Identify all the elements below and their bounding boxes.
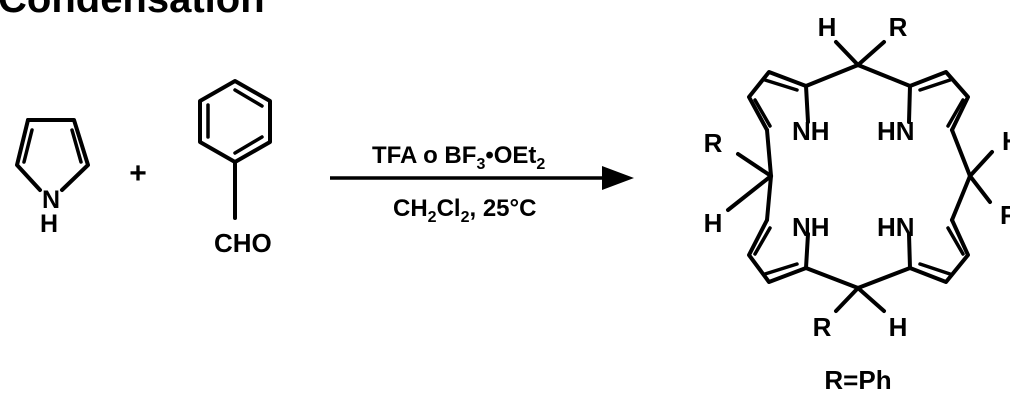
porphyrinogen-structure: H R R H H R R H NH HN NH HN	[704, 12, 1010, 342]
substituent-caption: R=Ph	[824, 365, 891, 395]
meso-r-left: R	[704, 128, 723, 158]
meso-r-right: R	[1000, 200, 1010, 230]
meso-h-top: H	[818, 12, 837, 42]
hn-bottom-right: HN	[877, 212, 915, 242]
scheme-title: Condensation	[0, 0, 265, 21]
hn-top-right: HN	[877, 116, 915, 146]
conditions-solvent-temperature: CH2Cl2, 25°C	[393, 195, 536, 226]
meso-h-right: H	[1002, 126, 1010, 156]
benzaldehyde-structure: CHO	[198, 79, 272, 258]
meso-r-bottom: R	[813, 312, 832, 342]
pyrrole-n-label: N	[42, 186, 60, 214]
reaction-arrow	[330, 166, 634, 190]
conditions-catalyst: TFA o BF3•OEt2	[372, 142, 545, 173]
nh-bottom-left: NH	[792, 212, 830, 242]
meso-h-bottom: H	[889, 312, 908, 342]
meso-r-top: R	[889, 12, 908, 42]
nh-top-left: NH	[792, 116, 830, 146]
pyrrole-h-label: H	[40, 210, 58, 238]
pyrrole-structure: N H	[15, 118, 90, 238]
meso-h-left: H	[704, 208, 723, 238]
plus-sign: +	[129, 157, 147, 190]
aldehyde-group-label: CHO	[214, 228, 272, 258]
